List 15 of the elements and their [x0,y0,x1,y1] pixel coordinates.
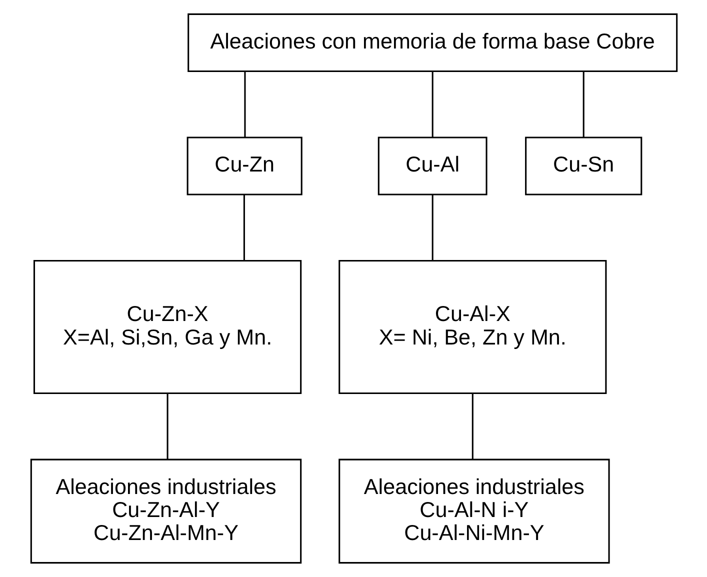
node-box: Cu-Zn-X X=Al, Si,Sn, Ga y Mn. [32,260,302,394]
node-box: Cu-Al-X X= Ni, Be, Zn y Mn. [338,260,606,394]
connector [471,394,473,460]
connector [242,194,244,260]
connector [431,194,433,260]
connector [431,71,433,138]
node-box: Aleaciones industriales Cu-Al-N i-Y Cu-Al-Ni-Mn-Y [338,458,610,564]
connector [244,71,246,138]
node-box: Aleaciones industriales Cu-Zn-Al-Y Cu-Zn-Al-Mn-Y [30,458,302,564]
node-box: Cu-Sn [524,136,642,196]
connector [166,394,168,460]
node-box: Aleaciones con memoria de forma base Cobre [187,13,678,72]
node-box: Cu-Zn [186,136,302,196]
connector [582,71,584,138]
node-box: Cu-Al [377,136,487,196]
